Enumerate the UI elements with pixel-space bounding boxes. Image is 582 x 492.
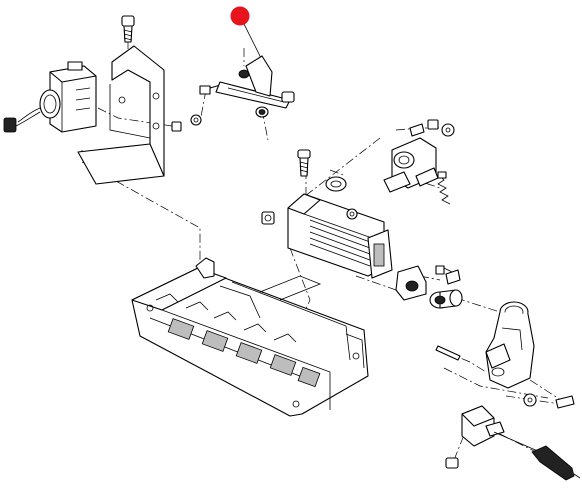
callout-marker[interactable] xyxy=(230,6,263,61)
manifold-ports xyxy=(167,318,321,388)
egr-cooler xyxy=(261,193,393,279)
linkage-lever xyxy=(199,55,295,118)
egr-actuator xyxy=(3,61,97,133)
bracket-bolt xyxy=(121,15,135,43)
spring xyxy=(437,171,451,205)
coupling-sleeve xyxy=(429,289,463,309)
elbow-fasteners xyxy=(435,345,575,409)
intake-manifold xyxy=(131,257,369,417)
cooler-bolt xyxy=(297,149,347,192)
exhaust-elbow xyxy=(485,301,535,389)
egr-valve-housing xyxy=(383,137,439,193)
callout-marker-dot[interactable] xyxy=(230,6,250,26)
cooler-connector xyxy=(395,265,461,301)
bracket-fasteners xyxy=(171,114,202,132)
temperature-sensor xyxy=(445,405,581,481)
top-right-bolts xyxy=(409,119,455,137)
mounting-bracket xyxy=(77,45,165,185)
